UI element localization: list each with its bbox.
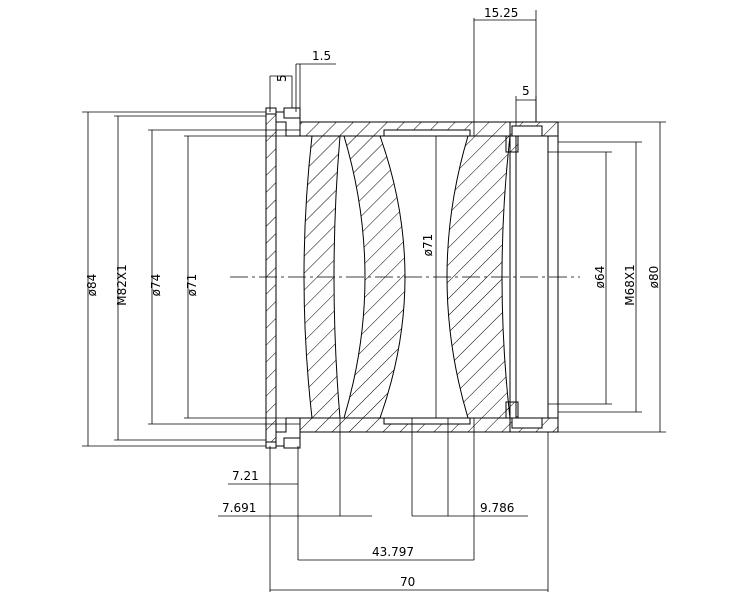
right-inner-ring-bottom	[511, 417, 543, 429]
dim-1-5: 1.5	[312, 49, 331, 63]
dim-d74: ø74	[149, 274, 163, 297]
dim-15-25: 15.25	[484, 6, 518, 20]
dim-7-21: 7.21	[232, 469, 259, 483]
right-diameter-dims: ø64 M68X1 ø80	[548, 121, 666, 433]
dim-5-left: 5	[275, 74, 289, 82]
dim-d84: ø84	[85, 274, 99, 297]
barrel-housing	[265, 107, 559, 449]
left-diameter-dims: ø84 M82X1 ø74 ø71	[82, 111, 312, 447]
left-lip-top	[265, 107, 277, 115]
dim-d71-center: ø71	[421, 234, 435, 257]
left-lip-bottom	[265, 441, 277, 449]
left-tab-top	[283, 107, 301, 119]
top-dims: 15.25 1.5 5 5	[269, 6, 537, 136]
dim-5-right: 5	[522, 84, 530, 98]
right-inner-ring-top	[511, 125, 543, 137]
dim-43-797: 43.797	[372, 545, 414, 559]
dim-7-691: 7.691	[222, 501, 256, 515]
left-flange	[265, 111, 277, 447]
spacer-top	[383, 129, 471, 137]
dim-d71-left: ø71	[185, 274, 199, 297]
dim-70: 70	[400, 575, 415, 589]
left-tab-bottom	[283, 437, 301, 449]
bottom-dims: 7.21 7.691 9.786 43.797 70	[218, 418, 549, 592]
dim-m68: M68X1	[623, 264, 637, 305]
dim-d80: ø80	[647, 266, 661, 289]
dim-9-786: 9.786	[480, 501, 514, 515]
center-diameter-dim: ø71	[421, 136, 437, 418]
dim-m82: M82X1	[115, 264, 129, 305]
dim-d64: ø64	[593, 266, 607, 289]
lens-element-2	[343, 135, 406, 419]
spacer-bottom	[383, 417, 471, 425]
